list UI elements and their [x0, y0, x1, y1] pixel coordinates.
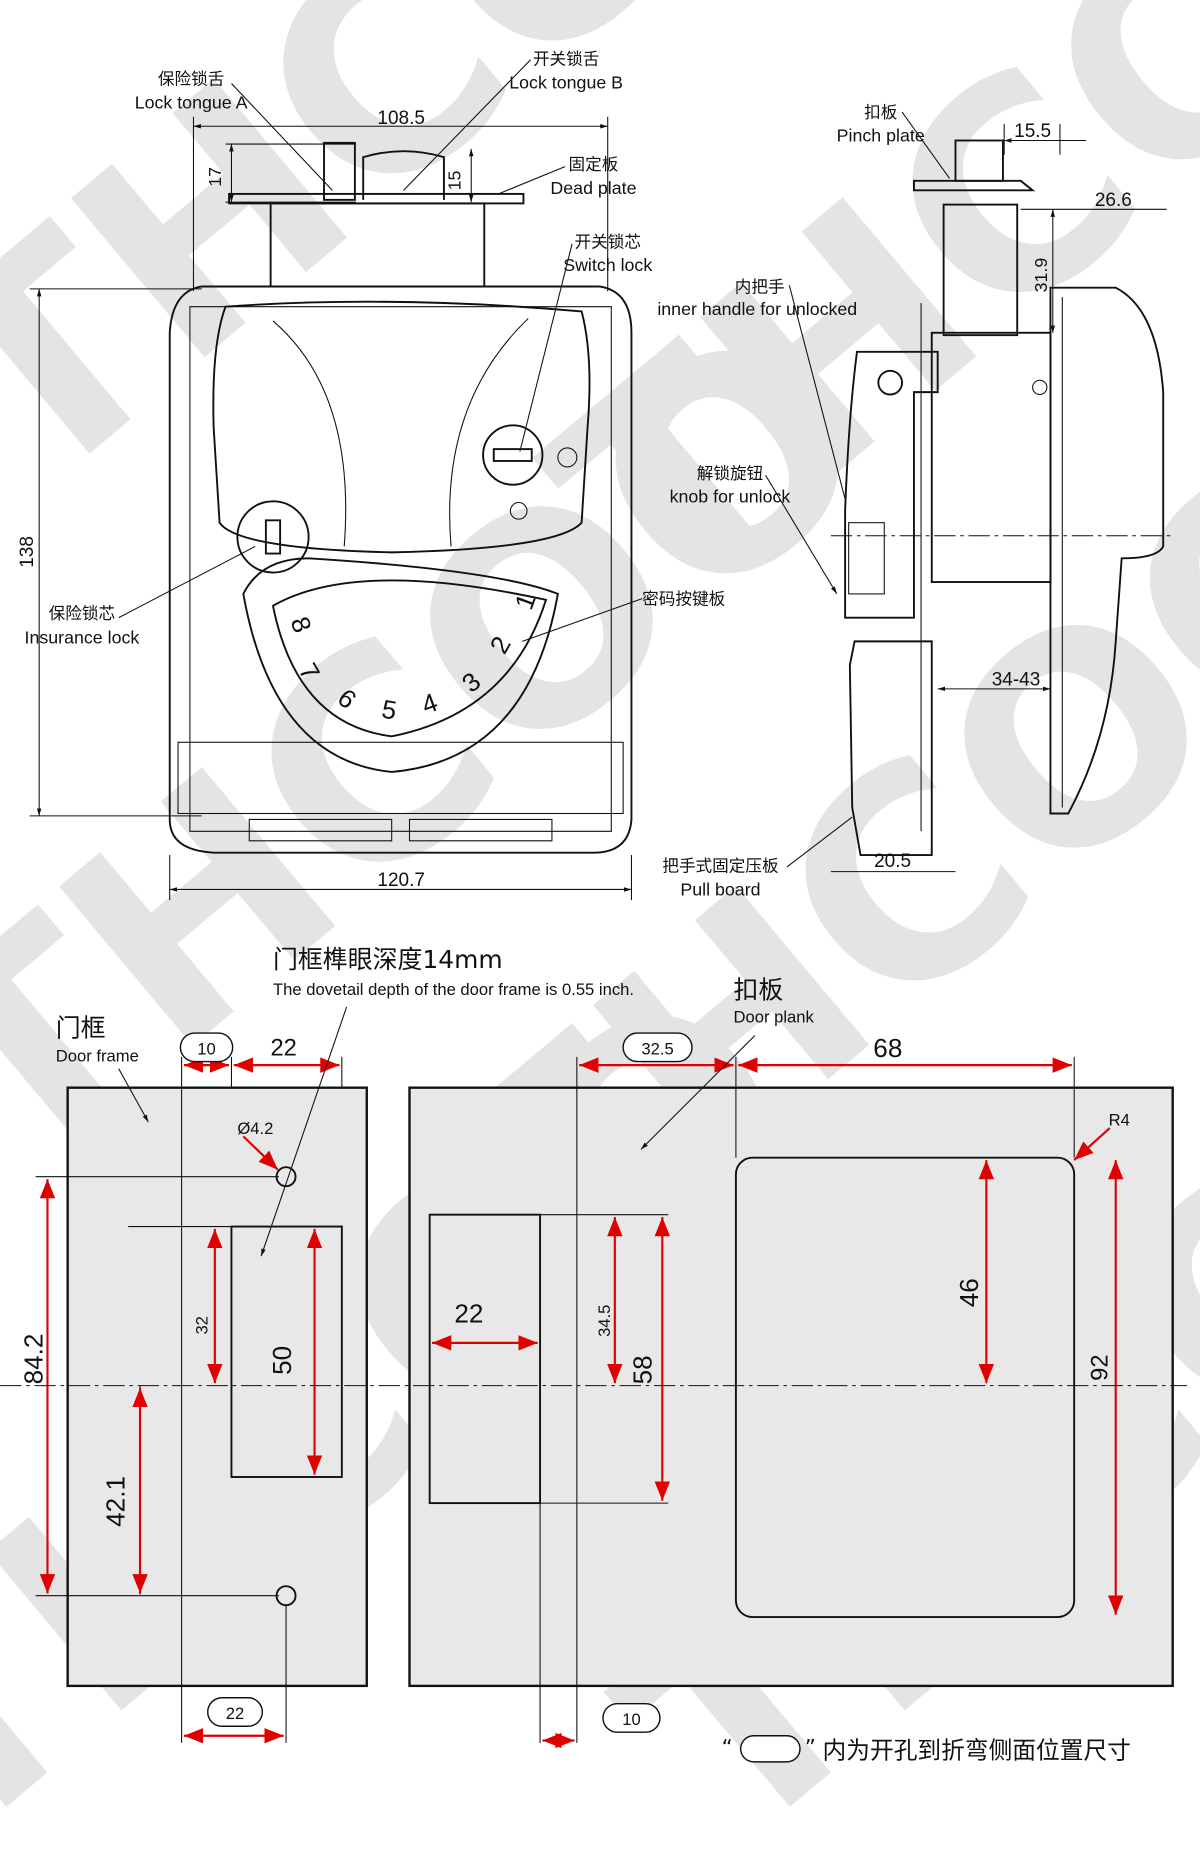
svg-text:22: 22: [454, 1299, 483, 1329]
svg-text:15.5: 15.5: [1014, 121, 1051, 142]
svg-text:Pinch plate: Pinch plate: [837, 126, 925, 146]
key-5[interactable]: 5: [380, 694, 400, 726]
svg-text:R4: R4: [1109, 1111, 1130, 1130]
svg-text:解锁旋钮: 解锁旋钮: [697, 464, 763, 483]
svg-text:The dovetail depth of the door: The dovetail depth of the door frame is …: [273, 980, 634, 999]
front-view-labels: 保险锁舌 Lock tongue A 开关锁舌 Lock tongue B 固定…: [25, 50, 726, 648]
svg-text:10: 10: [197, 1039, 215, 1058]
svg-text:把手式固定压板: 把手式固定压板: [662, 857, 779, 876]
svg-text:34-43: 34-43: [992, 669, 1041, 690]
svg-text:Switch lock: Switch lock: [563, 255, 652, 275]
svg-text:开关锁舌: 开关锁舌: [533, 50, 599, 69]
svg-text:门框榫眼深度14mm: 门框榫眼深度14mm: [273, 945, 503, 974]
svg-text:42.1: 42.1: [101, 1476, 131, 1527]
reference-dimension-pill: [602, 1702, 661, 1733]
svg-text:”: ”: [805, 1736, 816, 1761]
svg-text:内为开孔到折弯侧面位置尺寸: 内为开孔到折弯侧面位置尺寸: [823, 1736, 1131, 1764]
svg-text:15: 15: [445, 170, 465, 190]
svg-text:扣板: 扣板: [864, 103, 898, 122]
svg-text:58: 58: [628, 1355, 658, 1384]
svg-text:46: 46: [954, 1278, 984, 1307]
svg-text:31.9: 31.9: [1031, 258, 1051, 293]
svg-text:138: 138: [17, 536, 38, 568]
svg-text:20.5: 20.5: [874, 851, 911, 872]
svg-text:固定板: 固定板: [569, 155, 619, 174]
footnote: “ ” 内为开孔到折弯侧面位置尺寸: [722, 1735, 1131, 1764]
svg-text:22: 22: [270, 1036, 296, 1062]
svg-text:Insurance lock: Insurance lock: [25, 628, 140, 648]
svg-text:17: 17: [205, 167, 225, 187]
door-plank-cutout: 32.5 68 R4 22 34.5 58 46 92 10: [408, 1032, 1174, 1749]
svg-text:开关锁芯: 开关锁芯: [574, 232, 640, 251]
svg-text:32.5: 32.5: [641, 1039, 673, 1058]
reference-dimension-pill: [622, 1032, 693, 1063]
svg-text:扣板: 扣板: [734, 976, 784, 1005]
svg-text:保险锁芯: 保险锁芯: [49, 604, 115, 623]
svg-text:108.5: 108.5: [377, 108, 425, 129]
svg-text:26.6: 26.6: [1095, 190, 1132, 211]
svg-text:32: 32: [193, 1316, 212, 1334]
door-frame-cutout: 10 22 Ø4.2 84.2 42.1 32 50 22: [19, 1006, 368, 1744]
side-view-lock: [830, 139, 1176, 856]
svg-text:Dead plate: Dead plate: [550, 178, 636, 198]
svg-text:120.7: 120.7: [377, 870, 425, 891]
svg-text:68: 68: [873, 1033, 902, 1063]
svg-text:保险锁舌: 保险锁舌: [158, 70, 224, 89]
svg-text:Door plank: Door plank: [734, 1007, 815, 1026]
front-view-dimensions: 108.5 17 15 138 120.7: [17, 108, 632, 901]
svg-text:22: 22: [226, 1704, 244, 1723]
svg-text:84.2: 84.2: [19, 1334, 49, 1385]
reference-dimension-pill: [207, 1697, 264, 1727]
front-view-lock: 8 7 6 5 4 3 2 1: [168, 141, 633, 854]
svg-text:92: 92: [1087, 1354, 1113, 1380]
svg-text:“: “: [722, 1736, 733, 1761]
side-view-labels: 扣板 Pinch plate 内把手 inner handle for unlo…: [657, 103, 950, 899]
svg-text:50: 50: [267, 1346, 297, 1375]
side-view-dimensions: 15.5 26.6 31.9 34-43 20.5: [830, 121, 1167, 873]
svg-text:Pull board: Pull board: [680, 879, 760, 899]
svg-text:inner handle for unlocked: inner handle for unlocked: [657, 299, 857, 319]
svg-text:Ø4.2: Ø4.2: [237, 1119, 273, 1138]
reference-dimension-pill-legend: [739, 1735, 801, 1763]
svg-text:10: 10: [622, 1710, 640, 1729]
svg-text:内把手: 内把手: [735, 277, 785, 296]
svg-text:Lock tongue A: Lock tongue A: [135, 92, 248, 112]
svg-text:门框: 门框: [56, 1014, 106, 1043]
svg-text:密码按键板: 密码按键板: [642, 590, 725, 609]
svg-text:Lock tongue B: Lock tongue B: [509, 72, 623, 92]
svg-text:knob for unlock: knob for unlock: [670, 487, 791, 507]
svg-text:34.5: 34.5: [595, 1305, 614, 1337]
reference-dimension-pill: [179, 1032, 234, 1063]
svg-text:Door frame: Door frame: [56, 1047, 139, 1066]
cutout-notes: 门框榫眼深度14mm The dovetail depth of the doo…: [56, 945, 815, 1066]
